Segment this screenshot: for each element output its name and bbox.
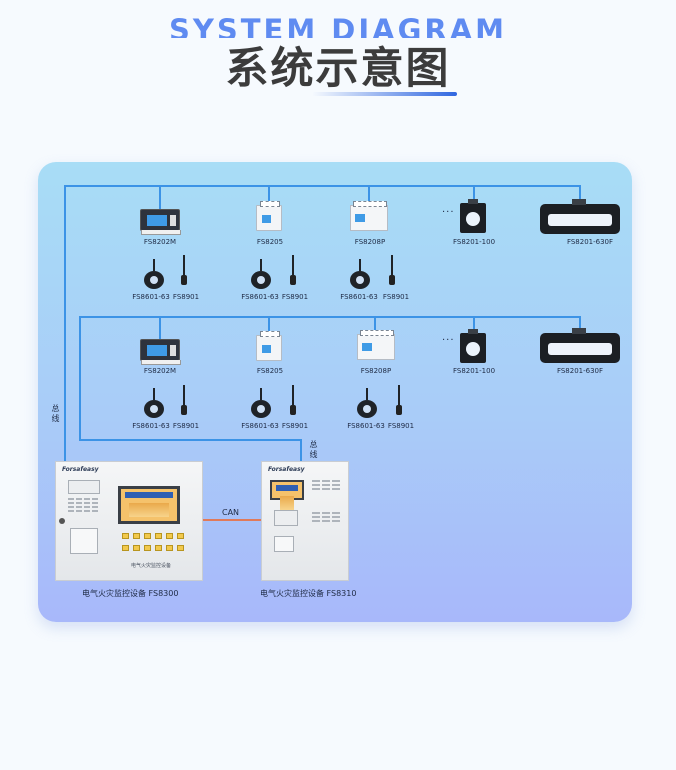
- bus-drop-row2-3: [374, 316, 376, 334]
- label-fs8202m-row2: FS8202M: [143, 367, 177, 375]
- label-fs8205-row1: FS8205: [256, 238, 284, 246]
- bus-drop-cab2: [300, 439, 302, 461]
- bus-drop-row2-2: [268, 316, 270, 333]
- ct-ring-row1-1: [144, 259, 164, 289]
- page-title: 系统示意图: [225, 44, 451, 94]
- bus-line-row2: [79, 316, 580, 318]
- ct-ring-row1-3: [350, 259, 370, 289]
- caption-fs8300: 电气火灾监控设备 FS8300: [82, 589, 179, 598]
- bus-drop-row1-4: [473, 185, 475, 201]
- label-ring-row2-2: FS8601-63: [241, 422, 279, 430]
- title-en: SYSTEM DIAGRAM: [168, 13, 508, 38]
- temp-probe-row2-3: [394, 385, 404, 417]
- bus-drop-row2-4: [473, 316, 475, 332]
- ct-fs8201-100-row2: [460, 329, 486, 363]
- display-screen-cab2: [270, 480, 304, 510]
- module-fs8208p-row1: [350, 201, 388, 231]
- brand-logo-cab1: Forsafeasy: [62, 466, 99, 473]
- printer-cab2: [274, 510, 298, 526]
- bus-drop-row1-2: [268, 185, 270, 203]
- ct-fs8201-100-row1: [460, 199, 486, 233]
- label-fs8201-100-row2: FS8201-100: [452, 367, 496, 375]
- panel-text-cab1: 电气火灾监控设备: [130, 563, 172, 569]
- bus-label-right: 总线: [309, 440, 318, 459]
- ct-ring-row1-2: [251, 259, 271, 289]
- keypad2-cab2: [312, 512, 340, 522]
- label-fs8201-630f-row1: FS8201-630F: [566, 238, 614, 246]
- ct-fs8201-630f-row2: [540, 328, 620, 363]
- display-screen-cab1: [118, 486, 180, 524]
- paper-slot-cab1: [70, 528, 98, 554]
- label-fs8201-100-row1: FS8201-100: [452, 238, 496, 246]
- title-underline: [312, 92, 457, 96]
- label-ring-row1-2: FS8601-63: [241, 293, 279, 301]
- keypad-cab1: [68, 498, 98, 512]
- label-ring-row1-3: FS8601-63: [340, 293, 378, 301]
- ellipsis-row1: ···: [442, 207, 455, 218]
- bus-drop-row1-3: [368, 185, 370, 203]
- label-ring-row2-1: FS8601-63: [132, 422, 170, 430]
- can-label: CAN: [222, 508, 240, 517]
- ct-ring-row2-3: [357, 388, 377, 418]
- can-link-line: [203, 519, 261, 521]
- label-fs8208p-row1: FS8208P: [354, 238, 386, 246]
- bus-line-main-vertical: [64, 185, 66, 463]
- label-probe-row1-2: FS8901: [281, 293, 309, 301]
- bus-drop-row2-1: [159, 316, 161, 339]
- brand-logo-cab2: Forsafeasy: [268, 466, 305, 473]
- cabinet-fs8300: Forsafeasy 电气火灾监控设备: [55, 461, 203, 581]
- ellipsis-row2: ···: [442, 335, 455, 346]
- label-fs8201-630f-row2: FS8201-630F: [556, 367, 604, 375]
- meter-fs8202m-row2: [140, 339, 181, 365]
- ct-ring-row2-1: [144, 388, 164, 418]
- label-fs8208p-row2: FS8208P: [360, 367, 392, 375]
- ct-fs8201-630f-row1: [540, 199, 620, 234]
- printer-cab1: [68, 480, 100, 494]
- label-fs8205-row2: FS8205: [256, 367, 284, 375]
- label-probe-row2-1: FS8901: [172, 422, 200, 430]
- button-row-cab1: [122, 533, 184, 539]
- bus-line-to-cab2: [79, 439, 301, 441]
- bus-drop-row1-1: [159, 185, 161, 209]
- label-probe-row1-3: FS8901: [382, 293, 410, 301]
- module-fs8205-row2: [256, 331, 282, 361]
- label-ring-row2-3: FS8601-63: [347, 422, 385, 430]
- temp-probe-row2-1: [179, 385, 189, 417]
- button-row2-cab1: [122, 545, 184, 551]
- temp-probe-row2-2: [288, 385, 298, 417]
- bus-line-row1: [64, 185, 580, 187]
- module-fs8208p-row2: [357, 330, 395, 360]
- temp-probe-row1-1: [179, 255, 189, 287]
- panel-slot-cab2: [274, 536, 294, 552]
- ct-ring-row2-2: [251, 388, 271, 418]
- module-fs8205-row1: [256, 201, 282, 231]
- bus-line-row2-vertical: [79, 316, 81, 440]
- lock-icon: [59, 518, 65, 524]
- label-ring-row1-1: FS8601-63: [132, 293, 170, 301]
- label-fs8202m-row1: FS8202M: [143, 238, 177, 246]
- temp-probe-row1-2: [288, 255, 298, 287]
- label-probe-row2-2: FS8901: [281, 422, 309, 430]
- temp-probe-row1-3: [387, 255, 397, 287]
- meter-fs8202m-row1: [140, 209, 181, 235]
- bus-drop-row2-5: [579, 316, 581, 332]
- caption-fs8310: 电气火灾监控设备 FS8310: [260, 589, 357, 598]
- bus-label-left: 总线: [51, 404, 60, 423]
- keypad-cab2: [312, 480, 340, 490]
- cabinet-fs8310: Forsafeasy: [261, 461, 349, 581]
- bus-drop-row1-5: [579, 185, 581, 199]
- label-probe-row1-1: FS8901: [172, 293, 200, 301]
- label-probe-row2-3: FS8901: [387, 422, 415, 430]
